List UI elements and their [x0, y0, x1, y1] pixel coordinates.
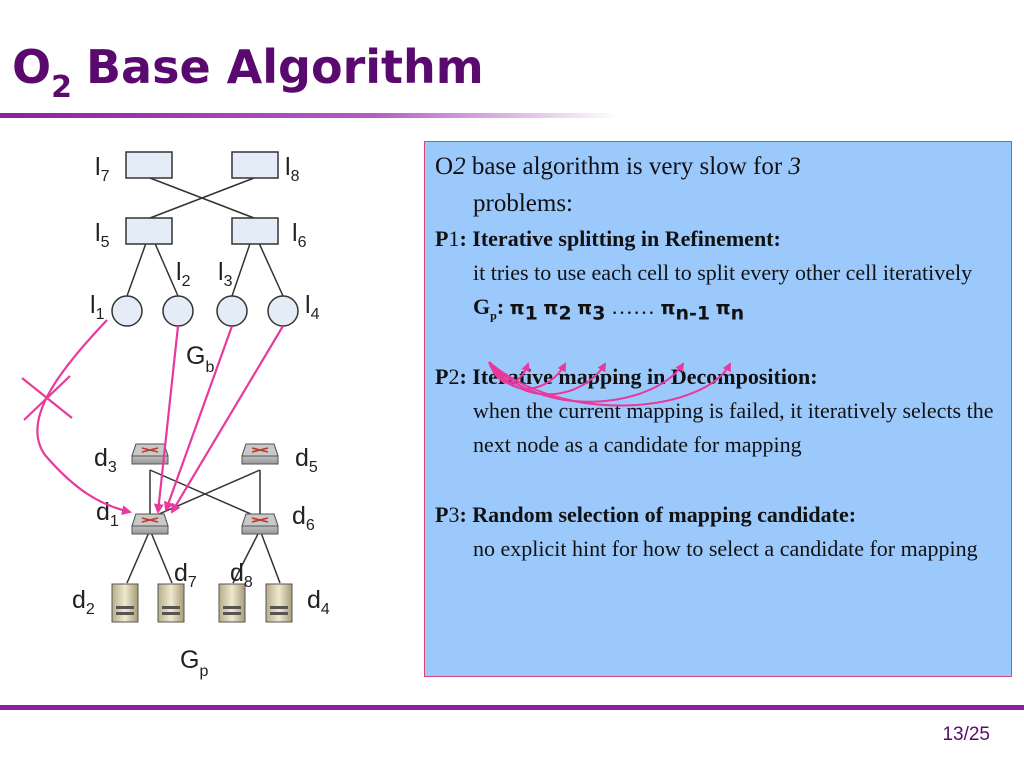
label-l4: l4	[305, 291, 320, 323]
mapping-arrow-l4	[170, 325, 284, 514]
footer-rule	[0, 705, 1024, 710]
split-arrows	[488, 361, 731, 407]
cross-mark-icon	[21, 375, 73, 421]
label-d6: d6	[292, 502, 315, 534]
switch-d5	[241, 443, 279, 465]
lead-text: base algorithm is very slow for	[465, 153, 789, 180]
lead-3: 3	[788, 153, 801, 180]
lead-o: O	[435, 153, 454, 180]
label-l6: l6	[292, 219, 307, 251]
link-box-l5	[125, 217, 173, 245]
title-text: Base Algorithm	[85, 40, 484, 94]
label-l7: l7	[95, 153, 110, 185]
mapping-arrow-l1	[36, 319, 132, 516]
title-letter: O	[12, 40, 52, 94]
problems-panel: O2 base algorithm is very slow for 3 prob…	[424, 141, 1012, 677]
label-gb: Gb	[186, 342, 214, 376]
label-l1: l1	[90, 291, 105, 323]
panel-lead: O2 base algorithm is very slow for 3 prob…	[435, 148, 999, 222]
server-d8	[218, 583, 246, 623]
label-l5: l5	[95, 219, 110, 251]
network-diagram: l7 l8 l5 l6 l1 l2 l3 l4 Gb	[21, 151, 330, 680]
link-box-l7	[125, 151, 173, 179]
label-l2: l2	[176, 258, 191, 290]
label-gp: Gp	[180, 646, 208, 680]
switch-d6	[241, 513, 279, 535]
virtual-node-l2	[162, 295, 194, 327]
p2-body: when the current mapping is failed, it i…	[473, 398, 994, 457]
title-underline	[0, 113, 620, 118]
lead-2: 2	[453, 153, 466, 180]
server-d7	[157, 583, 185, 623]
mapping-arrow-l3	[163, 325, 234, 512]
page-number: 13/25	[942, 724, 990, 745]
label-d8: d8	[230, 559, 253, 591]
label-d2: d2	[72, 586, 95, 618]
slide-title: O2 Base Algorithm	[12, 40, 484, 105]
switch-d1	[131, 513, 169, 535]
p1-body: it tries to use each cell to split every…	[473, 260, 973, 285]
title-subscript: 2	[51, 70, 72, 105]
label-l8: l8	[285, 153, 300, 185]
label-d5: d5	[295, 444, 318, 476]
label-l3: l3	[218, 258, 233, 290]
label-d7: d7	[174, 559, 197, 591]
virtual-node-l1	[111, 295, 143, 327]
mapping-arrow-l2	[153, 325, 180, 514]
server-d2	[111, 583, 139, 623]
p1-heading: P1: Iterative splitting in Refinement:	[435, 226, 781, 251]
virtual-node-l4	[267, 295, 299, 327]
label-d3: d3	[94, 444, 117, 476]
mapping-arrows	[36, 319, 284, 516]
label-d4: d4	[307, 586, 330, 618]
p2-heading: P2: Iterative mapping in Decomposition:	[435, 364, 818, 389]
lead-problems: problems:	[473, 190, 573, 217]
switch-d3	[131, 443, 169, 465]
p3-heading: P3: Random selection of mapping candidat…	[435, 502, 857, 527]
server-d4	[265, 583, 293, 623]
label-d1: d1	[96, 498, 119, 530]
link-box-l8	[231, 151, 279, 179]
virtual-node-l3	[216, 295, 248, 327]
link-box-l6	[231, 217, 279, 245]
gp-partition-line: Gp: π1 π2 π3 …… πn-1 πn	[473, 294, 745, 325]
p3-body: no explicit hint for how to select a can…	[473, 536, 978, 561]
